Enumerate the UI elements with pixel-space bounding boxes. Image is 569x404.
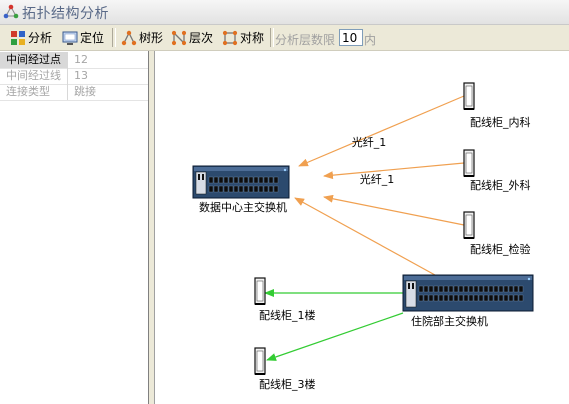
locate-button[interactable]: 定位 [62,28,104,47]
link-dept-core[interactable] [294,197,436,276]
node-label: 住院部主交换机 [411,314,488,328]
topology-canvas[interactable]: 光纤_1 光纤_1 数据中心主交换机住院部主交换机 配线柜_内科配线柜_外科配线柜_检… [155,51,569,404]
node-label: 配线柜_1楼 [259,308,316,322]
property-key: 连接类型 [0,84,68,100]
depth-limit-label: 分析层数限 [275,33,336,47]
cabinet-node[interactable]: 配线柜_1楼 [254,277,316,322]
symmetric-icon [222,30,238,45]
analyze-icon [11,30,25,45]
node-label: 配线柜_3楼 [259,377,316,391]
symmetric-layout-button[interactable]: 对称 [222,28,264,47]
property-key: 中间经过点 [0,52,68,68]
toolbar-separator [112,28,116,47]
level-icon [171,30,187,45]
locate-label: 定位 [80,31,105,45]
depth-limit-input[interactable] [339,29,363,46]
property-row[interactable]: 中间经过点 12 [0,52,148,69]
link-label: 光纤_1 [352,135,387,149]
cabinet-node[interactable]: 配线柜_检验 [463,211,531,256]
locate-icon [62,31,78,45]
topology-icon [3,4,19,19]
symmetric-layout-label: 对称 [240,31,265,45]
node-label: 配线柜_内科 [470,115,531,129]
tree-layout-button[interactable]: 树形 [121,28,163,47]
link-c1-core[interactable] [298,95,465,167]
property-row[interactable]: 中间经过线 13 [0,68,148,85]
toolbar: 分析 定位 树形 层次 [0,25,569,51]
property-row[interactable]: 连接类型 跳接 [0,84,148,101]
toolbar-separator [270,28,274,47]
analyze-label: 分析 [28,31,53,45]
title-bar: 拓扑结构分析 [0,0,569,25]
node-label: 配线柜_检验 [470,242,531,256]
panel-splitter[interactable] [149,51,155,404]
level-layout-label: 层次 [189,31,214,45]
depth-limit-unit: 内 [364,33,377,47]
cabinet-node[interactable]: 配线柜_内科 [463,82,531,129]
link-dept-c5[interactable] [266,312,404,361]
analyze-button[interactable]: 分析 [10,28,52,47]
switch-node[interactable]: 数据中心主交换机 [192,165,290,214]
property-value: 跳接 [74,85,96,98]
node-label: 数据中心主交换机 [199,200,287,214]
cabinet-node[interactable]: 配线柜_外科 [463,149,531,192]
tree-layout-label: 树形 [139,31,164,45]
window-title: 拓扑结构分析 [22,6,109,22]
node-label: 配线柜_外科 [470,178,531,192]
property-panel: 中间经过点 12 中间经过线 13 连接类型 跳接 [0,51,149,404]
link-c3-core[interactable] [323,194,465,226]
link-c2-core[interactable] [323,162,465,180]
tree-icon [121,30,137,45]
cabinet-node[interactable]: 配线柜_3楼 [254,347,316,391]
property-value: 13 [74,69,88,82]
property-key: 中间经过线 [0,68,68,84]
switch-node[interactable]: 住院部主交换机 [402,274,534,328]
link-label: 光纤_1 [360,172,395,186]
property-value: 12 [74,53,88,66]
level-layout-button[interactable]: 层次 [171,28,213,47]
